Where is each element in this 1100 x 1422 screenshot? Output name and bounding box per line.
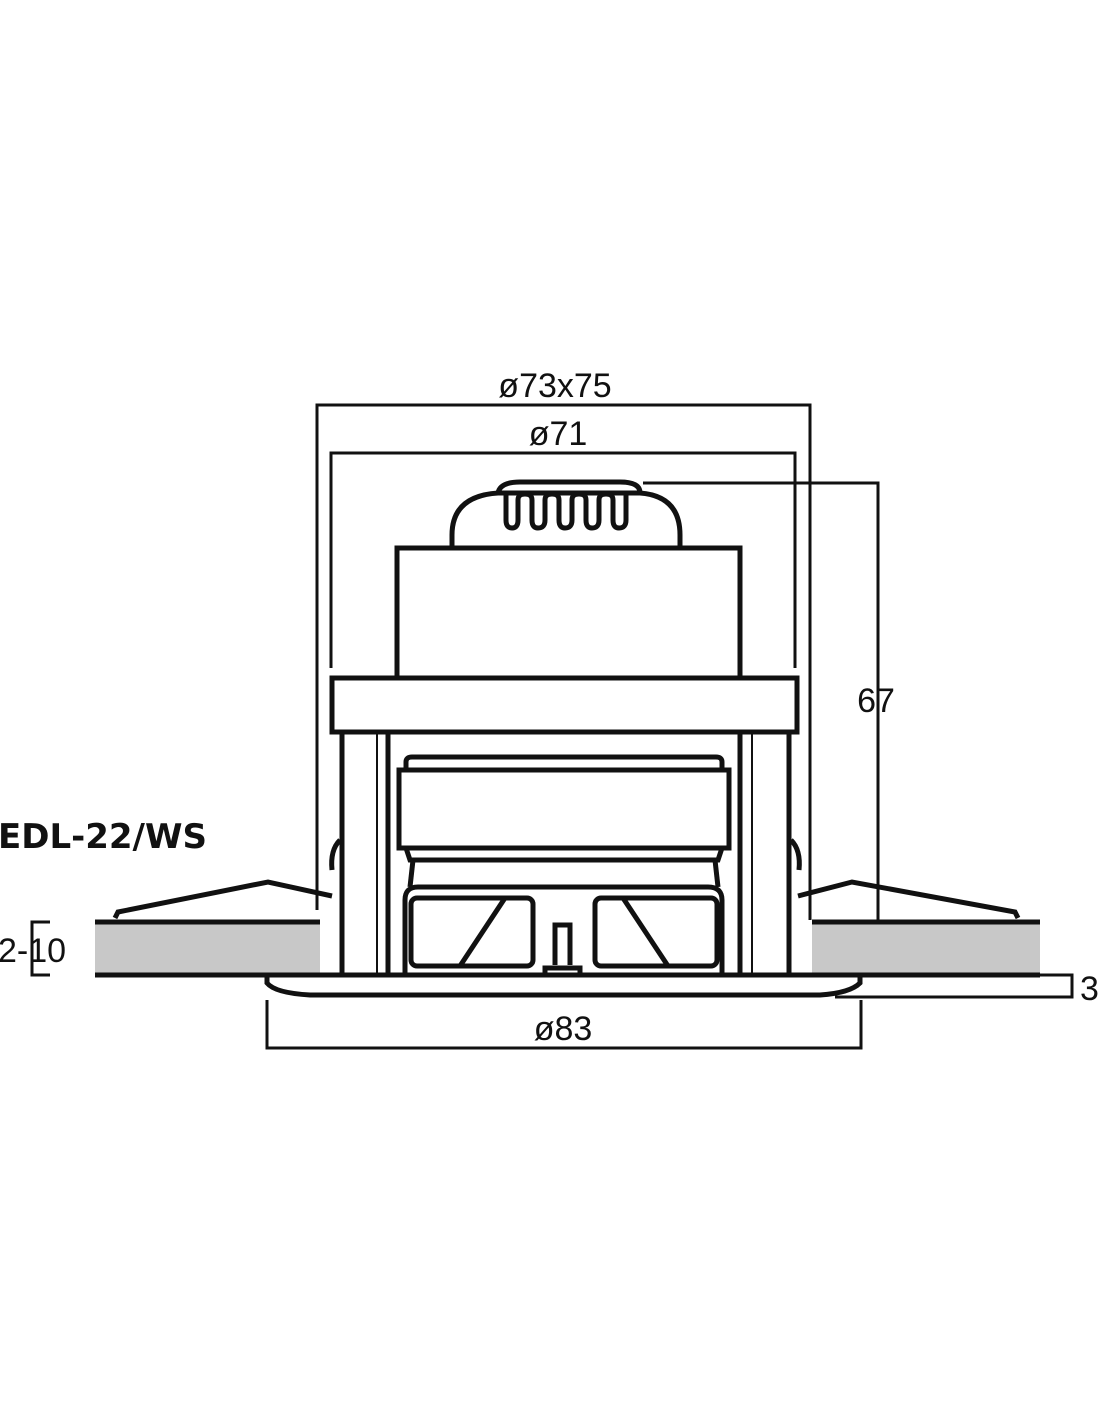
speaker-driver (396, 754, 732, 975)
model-label: EDL-22/WS (0, 817, 207, 857)
dimension-inner-diameter: ø71 (529, 415, 588, 453)
dimension-height: 67 (857, 682, 895, 720)
dimension-outer-diameter-line (315, 403, 812, 920)
dimension-bezel-diameter-line (265, 1000, 863, 1050)
spring-clips (112, 879, 1021, 920)
mounting-posts (329, 732, 802, 975)
dimension-ceiling-thickness-line (30, 920, 50, 977)
dimension-bezel-diameter: ø83 (534, 1010, 593, 1048)
dimension-outer-diameter: ø73x75 (498, 367, 611, 405)
ceiling-panel (95, 919, 1040, 978)
dimension-height-line (643, 481, 880, 965)
transformer (394, 479, 743, 681)
mounting-flange (329, 675, 800, 735)
dimension-bezel-thickness: 3 (1080, 970, 1099, 1008)
dimension-inner-diameter-line (329, 451, 797, 668)
dimension-bezel-thickness-line (835, 973, 1074, 999)
front-bezel (264, 972, 863, 998)
dimension-ceiling-thickness: 2-10 (0, 932, 66, 970)
